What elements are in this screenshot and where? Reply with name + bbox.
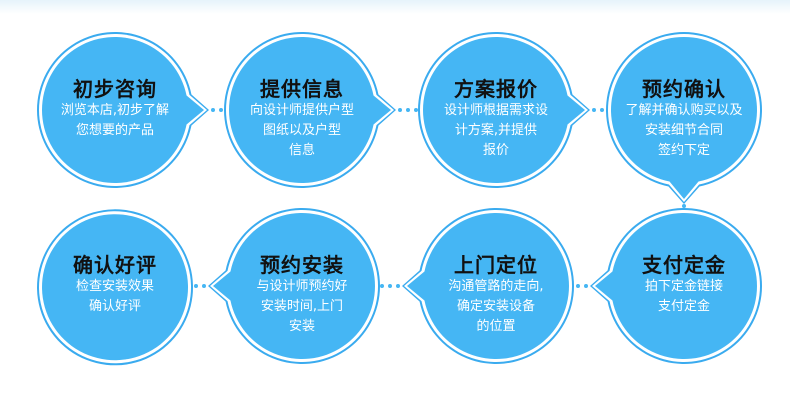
bubble-fill (595, 213, 758, 359)
description-line: 签约下定 (657, 143, 710, 158)
step-title: 预约确认 (642, 77, 726, 101)
bubble-fill (42, 214, 189, 361)
connector-dot (211, 108, 215, 112)
connector-dot (398, 108, 402, 112)
connector-dot (388, 284, 392, 288)
process-step: 方案报价设计师根据需求设计方案,并提供报价 (421, 35, 571, 185)
bubble-fill (41, 37, 204, 183)
connector-dot (584, 284, 588, 288)
description-line: 报价 (482, 143, 509, 158)
connector-dot (396, 284, 400, 288)
description-line: 图纸以及户型 (262, 123, 341, 138)
description-line: 的位置 (476, 319, 516, 334)
process-step: 提供信息向设计师提供户型图纸以及户型信息 (227, 35, 377, 185)
description-line: 确认好评 (88, 299, 141, 314)
step-title: 方案报价 (454, 77, 538, 101)
description-line: 安装时间,上门 (260, 299, 344, 314)
connector-dot (682, 204, 686, 208)
process-step: 预约安装与设计师预约好安装时间,上门安装 (227, 211, 377, 361)
process-step: 上门定位沟通管路的走向, 确定安装设备的位置 (421, 211, 571, 361)
description-line: 支付定金 (657, 299, 710, 314)
description-line: 检查安装效果 (75, 279, 154, 294)
connector-dot (406, 108, 410, 112)
connector-dot (576, 284, 580, 288)
description-line: 向设计师提供户型 (249, 103, 354, 118)
bubble-fill (423, 37, 585, 183)
process-step: 支付定金拍下定金链接支付定金 (609, 211, 759, 361)
bubble-fill (611, 37, 757, 200)
step-title: 提供信息 (260, 77, 344, 101)
description-line: 确定安装设备 (456, 299, 535, 314)
step-description: 拍下定金链接支付定金 (613, 277, 755, 317)
step-title: 确认好评 (73, 253, 157, 277)
step-description: 设计师根据需求设计方案,并提供报价 (425, 101, 567, 161)
description-line: 信息 (288, 143, 315, 158)
bubble-fill (229, 37, 391, 183)
step-title: 上门定位 (454, 253, 538, 277)
description-line: 与设计师预约好 (256, 279, 348, 294)
connector-dot (219, 108, 223, 112)
step-description: 检查安装效果确认好评 (44, 277, 186, 317)
top-gradient (0, 0, 790, 14)
description-line: 拍下定金链接 (644, 279, 723, 294)
step-description: 了解并确认购买以及安装细节合同签约下定 (613, 101, 755, 161)
description-line: 安装 (288, 319, 315, 334)
connector-dot (202, 284, 206, 288)
connector-dot (380, 284, 384, 288)
connector-dot (414, 108, 418, 112)
description-line: 计方案,并提供 (454, 123, 538, 138)
step-description: 沟通管路的走向, 确定安装设备的位置 (425, 277, 567, 337)
description-line: 了解并确认购买以及 (625, 103, 743, 118)
step-description: 与设计师预约好安装时间,上门安装 (231, 277, 373, 337)
step-title: 初步咨询 (73, 77, 157, 101)
description-line: 安装细节合同 (644, 123, 723, 138)
description-line: 您想要的产品 (75, 123, 154, 138)
bubble-fill (213, 213, 375, 359)
step-description: 浏览本店,初步了解您想要的产品 (44, 101, 186, 141)
description-line: 浏览本店,初步了解 (60, 103, 170, 118)
description-line: 沟通管路的走向, (448, 279, 544, 294)
process-step: 初步咨询浏览本店,初步了解您想要的产品 (40, 35, 190, 185)
bubble-fill (407, 212, 570, 359)
step-description: 向设计师提供户型图纸以及户型信息 (231, 101, 373, 161)
process-step: 预约确认了解并确认购买以及安装细节合同签约下定 (609, 35, 759, 185)
step-title: 预约安装 (260, 253, 344, 277)
connector-dot (194, 284, 198, 288)
connector-dot (592, 108, 596, 112)
process-step: 确认好评检查安装效果确认好评 (40, 211, 190, 361)
step-title: 支付定金 (642, 253, 726, 277)
connector-dot (600, 108, 604, 112)
description-line: 设计师根据需求设 (443, 103, 548, 118)
